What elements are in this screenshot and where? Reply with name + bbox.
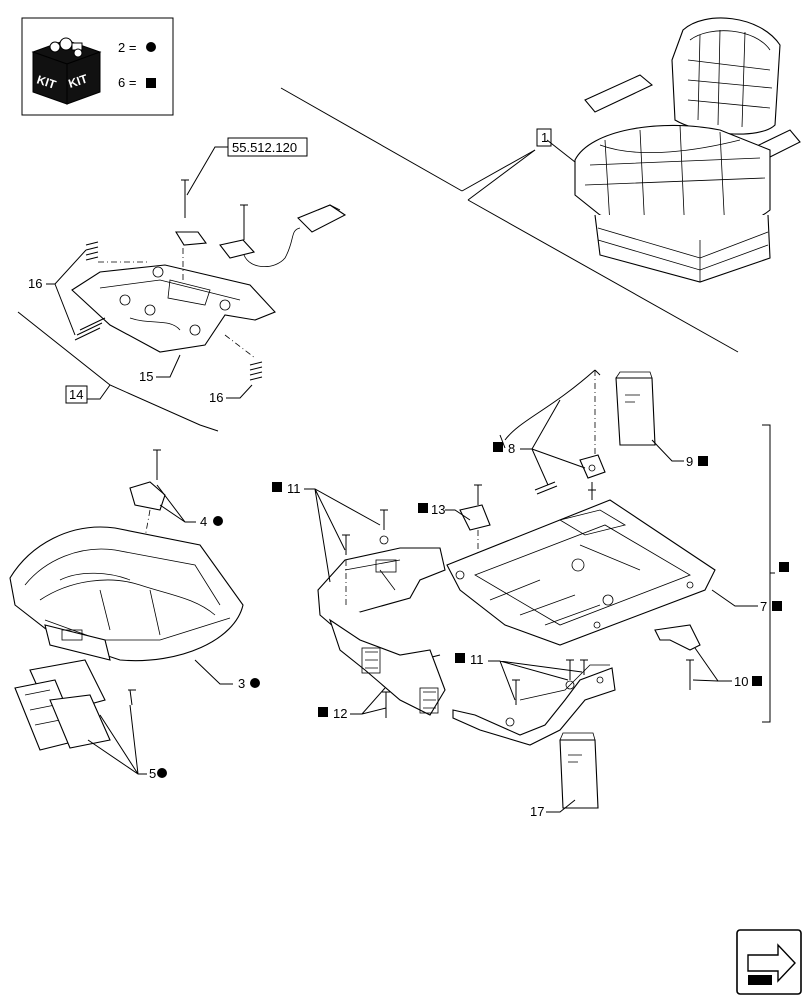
group-bracket xyxy=(762,424,771,723)
callout-1-box xyxy=(536,128,552,147)
circle-symbol-icon xyxy=(250,678,260,688)
callout-3: 3 xyxy=(238,676,245,691)
callout-7: 7 xyxy=(760,599,767,614)
callout-9: 9 xyxy=(686,454,693,469)
kit-legend: KIT KIT 2 = 6 = xyxy=(21,17,174,116)
callout-12: 12 xyxy=(333,706,347,721)
legend-row-2-label: 2 = xyxy=(118,40,136,55)
square-symbol-icon xyxy=(318,707,328,717)
reference-box-label: 55.512.120 xyxy=(232,140,297,155)
callout-15: 15 xyxy=(139,369,153,384)
callout-14-box xyxy=(65,385,88,404)
callout-16-bottom: 16 xyxy=(209,390,223,405)
circle-symbol-icon xyxy=(213,516,223,526)
square-symbol-icon xyxy=(455,653,465,663)
kit-legend-frame xyxy=(21,17,174,116)
square-symbol-icon xyxy=(698,456,708,466)
kit-box-icon: KIT KIT xyxy=(31,37,102,105)
callout-1: 1 xyxy=(541,130,548,145)
callout-10: 10 xyxy=(734,674,748,689)
kit-text-right: KIT xyxy=(67,71,90,90)
seat-assembly-illustration xyxy=(574,17,801,283)
square-symbol-icon xyxy=(146,78,156,88)
callout-16-top: 16 xyxy=(28,276,42,291)
callout-4: 4 xyxy=(200,514,207,529)
kit-text-left: KIT xyxy=(35,73,58,92)
callout-11-top: 11 xyxy=(287,481,301,496)
callout-8: 8 xyxy=(508,441,515,456)
callout-14: 14 xyxy=(69,387,83,402)
circle-symbol-icon xyxy=(146,42,156,52)
square-symbol-icon xyxy=(752,676,762,686)
square-symbol-icon xyxy=(418,503,428,513)
square-symbol-icon xyxy=(272,482,282,492)
callout-17: 17 xyxy=(530,804,544,819)
next-page-arrow-icon[interactable] xyxy=(736,929,802,995)
callout-5: 5 xyxy=(149,766,156,781)
square-symbol-icon xyxy=(772,601,782,611)
square-symbol-icon xyxy=(779,562,789,572)
callout-11-bottom: 11 xyxy=(470,652,484,667)
callout-13: 13 xyxy=(431,502,445,517)
circle-symbol-icon xyxy=(157,768,167,778)
square-symbol-icon xyxy=(493,442,503,452)
legend-row-6-label: 6 = xyxy=(118,75,136,90)
